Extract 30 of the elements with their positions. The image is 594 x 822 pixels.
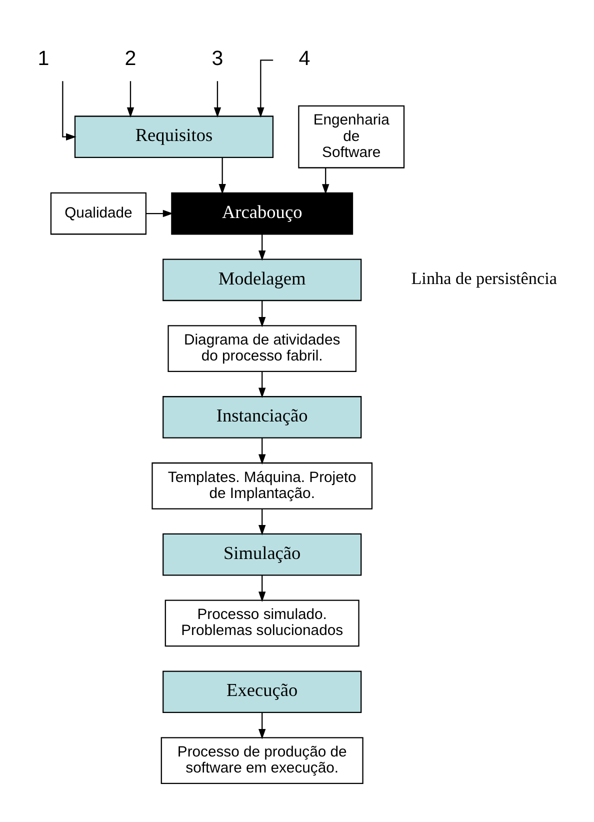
node-box: Templates. Máquina. Projeto de Implantação. bbox=[152, 462, 373, 509]
arrow bbox=[146, 209, 174, 217]
node-box: Arcabouço bbox=[171, 192, 354, 234]
node-text: 2 bbox=[124, 46, 136, 70]
arrow bbox=[126, 80, 134, 118]
arrow bbox=[258, 371, 266, 398]
node-box: Processo de produção de software em execução. bbox=[160, 736, 364, 784]
node-box: Processo simulado. Problemas solucionados bbox=[164, 599, 360, 646]
node-box: Instanciação bbox=[162, 396, 362, 438]
node-box: Engenharia de Software bbox=[298, 104, 405, 168]
arrow bbox=[258, 437, 266, 464]
arrow bbox=[62, 80, 76, 140]
node-text: 3 bbox=[212, 46, 224, 70]
arrow bbox=[258, 508, 266, 535]
node-text: 1 bbox=[38, 46, 50, 70]
node-box: Execução bbox=[162, 670, 362, 713]
arrow bbox=[258, 234, 266, 260]
node-box: Qualidade bbox=[50, 192, 147, 234]
node-box: Simulação bbox=[162, 532, 362, 576]
node-box: Requisitos bbox=[74, 115, 274, 158]
arrow bbox=[322, 168, 330, 194]
node-text: 4 bbox=[298, 46, 310, 70]
node-box: Diagrama de atividades do processo fabril. bbox=[168, 324, 356, 372]
node-box: Modelagem bbox=[162, 258, 362, 301]
arrow bbox=[258, 300, 266, 327]
arrow bbox=[218, 157, 226, 194]
arrow bbox=[258, 712, 266, 739]
arrow bbox=[214, 80, 222, 118]
label: Linha de persistência bbox=[411, 268, 557, 288]
arrow bbox=[258, 574, 266, 602]
